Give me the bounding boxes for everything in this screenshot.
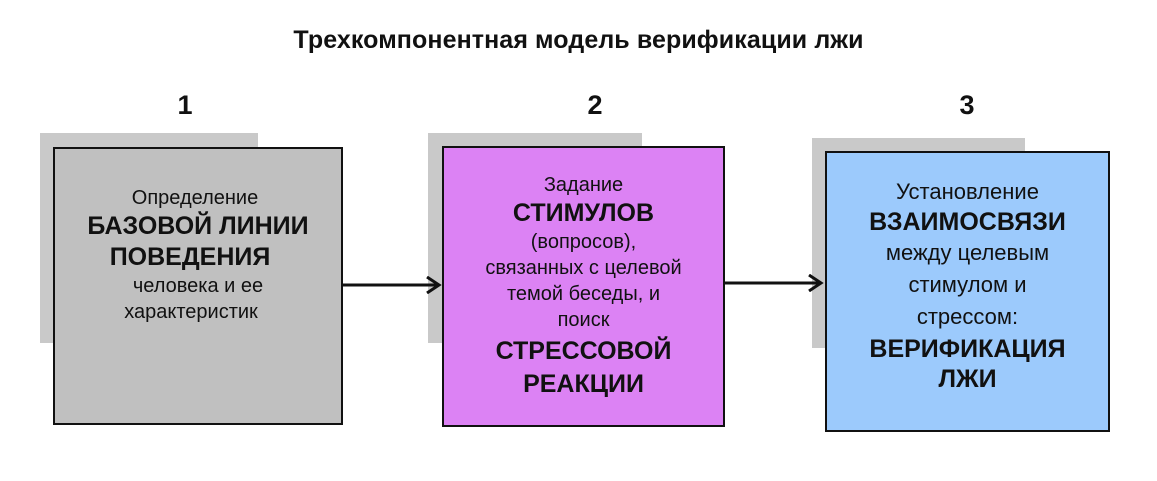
arrow-1-to-2-icon xyxy=(343,276,442,294)
step-1-box: Определение БАЗОВОЙ ЛИНИИ ПОВЕДЕНИЯ чело… xyxy=(53,147,343,425)
step-3-line-4: стимулом и xyxy=(908,272,1027,297)
step-3-box: Установление ВЗАИМОСВЯЗИ между целевым с… xyxy=(825,151,1110,432)
step-3-line-7: ЛЖИ xyxy=(938,365,997,393)
step-1-number: 1 xyxy=(177,90,193,120)
step-2-line-4: связанных с целевой xyxy=(485,257,682,279)
step-3-line-1: Установление xyxy=(896,179,1039,204)
step-2-line-3: (вопросов), xyxy=(530,231,637,253)
step-2-line-7: СТРЕССОВОЙ xyxy=(495,337,672,365)
step-2-box: Задание СТИМУЛОВ (вопросов), связанных с… xyxy=(442,146,725,427)
step-3-line-5: стрессом: xyxy=(916,304,1019,329)
step-1-line-4: человека и ее xyxy=(132,275,264,297)
step-1-line-5: характеристик xyxy=(124,301,258,323)
step-2-line-2: СТИМУЛОВ xyxy=(512,199,655,227)
step-1-line-2: БАЗОВОЙ ЛИНИИ xyxy=(87,212,309,240)
step-2-line-1: Задание xyxy=(543,174,624,196)
arrow-2-to-3-icon xyxy=(725,274,824,292)
step-3-line-3: между целевым xyxy=(885,240,1050,265)
step-2-line-8: РЕАКЦИИ xyxy=(523,370,644,398)
step-2-line-6: поиск xyxy=(557,309,610,331)
step-2-line-5: темой беседы, и xyxy=(506,283,661,305)
step-1-line-1: Определение xyxy=(131,187,259,209)
step-1-line-3: ПОВЕДЕНИЯ xyxy=(109,243,271,271)
step-2-number: 2 xyxy=(587,90,603,120)
step-3-number: 3 xyxy=(959,90,975,120)
step-3-line-2: ВЗАИМОСВЯЗИ xyxy=(869,208,1066,236)
diagram-title: Трехкомпонентная модель верификации лжи xyxy=(293,26,864,54)
step-3-line-6: ВЕРИФИКАЦИЯ xyxy=(869,335,1066,363)
